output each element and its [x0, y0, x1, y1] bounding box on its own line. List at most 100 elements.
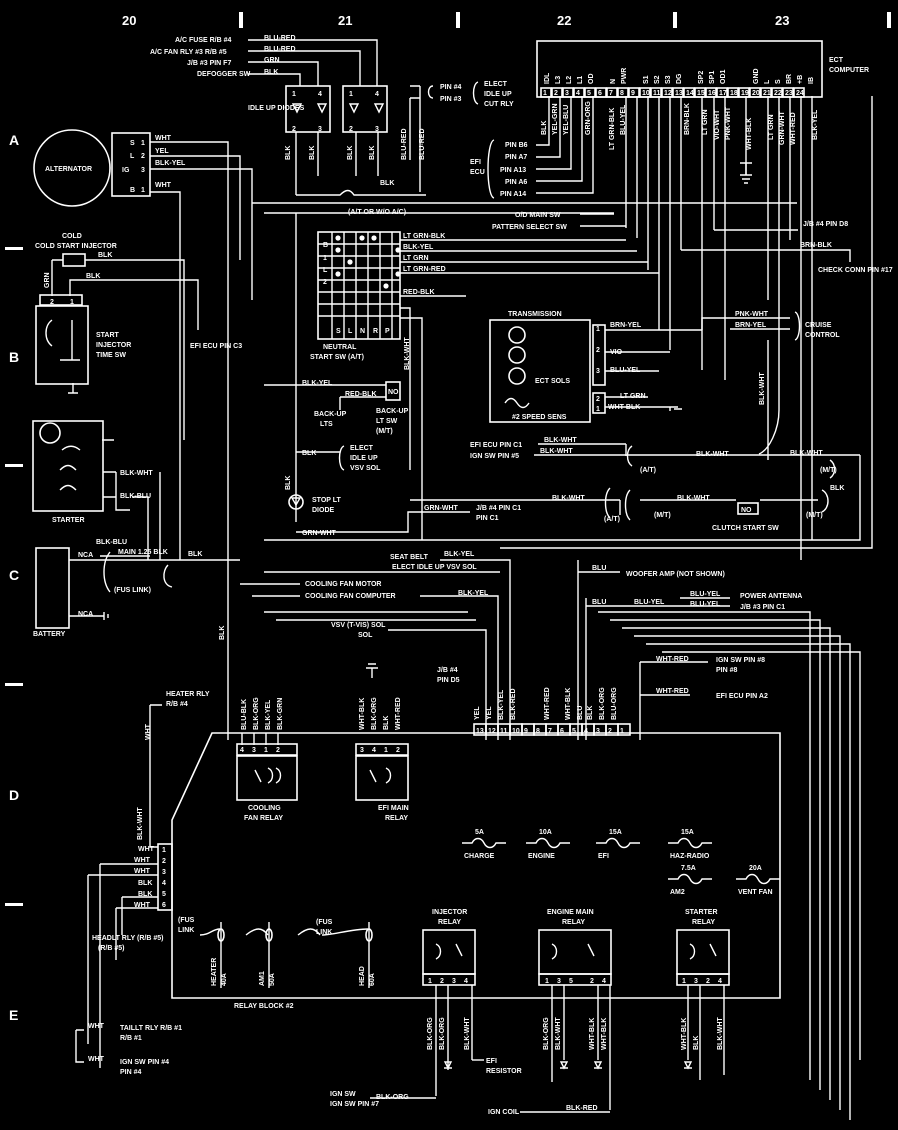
svg-text:BLK-RED: BLK-RED	[510, 689, 517, 721]
svg-text:LT SW: LT SW	[376, 418, 398, 425]
ect-pin-cell	[727, 87, 739, 98]
svg-text:PIN #4: PIN #4	[440, 84, 462, 91]
svg-text:CUT RLY: CUT RLY	[484, 101, 514, 108]
svg-text:BLK-WHT: BLK-WHT	[464, 1017, 471, 1050]
svg-text:BACK-UP: BACK-UP	[314, 411, 347, 418]
relay-block-pin-number: 5	[572, 728, 576, 735]
svg-text:BLK-WHT: BLK-WHT	[540, 448, 573, 455]
fuse-symbol	[668, 873, 712, 885]
svg-text:1: 1	[292, 91, 296, 98]
svg-text:1: 1	[349, 91, 353, 98]
relay-block-pin-number: 1	[620, 728, 624, 735]
relay-block-pin-number: 7	[548, 728, 552, 735]
svg-text:BLK: BLK	[347, 146, 354, 160]
right-mid-labels: BLU WOOFER AMP (NOT SHOWN) BLU BLU-YEL B…	[577, 560, 861, 1120]
ect-pin-cell	[672, 87, 684, 98]
svg-text:INJECTOR: INJECTOR	[432, 909, 467, 916]
ect-pin-number: 2	[554, 90, 558, 97]
svg-text:NO: NO	[741, 507, 752, 514]
svg-text:BATTERY: BATTERY	[33, 631, 66, 638]
switch-contact	[371, 235, 377, 241]
svg-text:BLK: BLK	[369, 146, 376, 160]
svg-text:(R/B #5): (R/B #5)	[98, 945, 124, 952]
relay-block-pin-number: 11	[500, 728, 508, 735]
row-label: B	[9, 349, 19, 365]
svg-text:RED-BLK: RED-BLK	[345, 391, 377, 398]
svg-text:BLK: BLK	[188, 551, 202, 558]
elect-idle-up-cut-rly: PIN #4 PIN #3 ELECT IDLE UP CUT RLY BLU-…	[401, 81, 514, 192]
svg-text:BLK: BLK	[86, 273, 100, 280]
svg-text:PIN #3: PIN #3	[440, 96, 462, 103]
connector-pin-number: 1	[162, 847, 166, 854]
svg-text:IGN SW PIN #7: IGN SW PIN #7	[330, 1101, 379, 1108]
svg-text:S: S	[336, 328, 341, 335]
ect-pin-number: 19	[741, 90, 749, 97]
switch-contact	[383, 283, 389, 289]
ect-pin-name: IB	[808, 77, 815, 84]
svg-text:EFI ECU PIN C1: EFI ECU PIN C1	[470, 442, 522, 449]
svg-text:BLK-YEL: BLK-YEL	[444, 551, 475, 558]
svg-text:ECT SOLS: ECT SOLS	[535, 378, 570, 385]
svg-text:4: 4	[602, 978, 606, 985]
ect-pin-number: 4	[576, 90, 580, 97]
ect-pin-cell	[782, 87, 794, 98]
ect-pin-name: SP1	[709, 71, 716, 84]
svg-text:ENGINE MAIN: ENGINE MAIN	[547, 909, 594, 916]
fuse-amp: 7.5A	[681, 865, 696, 872]
svg-text:BLK-ORG: BLK-ORG	[543, 1017, 550, 1050]
svg-text:O/D MAIN SW: O/D MAIN SW	[515, 212, 561, 219]
fuse-name: CHARGE	[464, 853, 495, 860]
ect-pin-name: S1	[643, 75, 650, 84]
svg-text:3: 3	[141, 167, 145, 174]
ect-pin-name: L3	[555, 76, 562, 84]
svg-text:BLK-WHT: BLK-WHT	[759, 372, 766, 405]
svg-text:POWER ANTENNA: POWER ANTENNA	[740, 593, 802, 600]
ect-pin-cell	[606, 87, 618, 98]
svg-text:NEUTRAL: NEUTRAL	[323, 344, 357, 351]
svg-text:STARTER: STARTER	[685, 909, 718, 916]
svg-text:2: 2	[349, 126, 353, 133]
svg-text:GRN-WHT: GRN-WHT	[424, 505, 459, 512]
svg-text:2: 2	[50, 299, 54, 306]
svg-text:R/B #1: R/B #1	[120, 1035, 142, 1042]
svg-text:EFI: EFI	[470, 159, 481, 166]
svg-text:3: 3	[318, 126, 322, 133]
svg-text:BLK-ORG: BLK-ORG	[599, 687, 606, 720]
ect-pin-number: 15	[697, 90, 705, 97]
svg-text:R: R	[373, 328, 378, 335]
svg-text:ELECT: ELECT	[484, 81, 508, 88]
svg-text:BLK: BLK	[285, 146, 292, 160]
ect-pin-number: 24	[796, 90, 804, 97]
svg-text:4: 4	[718, 978, 722, 985]
svg-text:BLU-YEL: BLU-YEL	[690, 601, 721, 608]
svg-text:BACK-UP: BACK-UP	[376, 408, 409, 415]
svg-text:1: 1	[70, 299, 74, 306]
svg-text:BLK-YEL: BLK-YEL	[812, 109, 819, 140]
svg-text:L: L	[130, 153, 135, 160]
svg-text:2: 2	[596, 347, 600, 354]
svg-text:BLK-BLU: BLK-BLU	[96, 539, 127, 546]
svg-text:LT GRN-BLK: LT GRN-BLK	[609, 108, 616, 150]
svg-text:YEL-BLU: YEL-BLU	[563, 105, 570, 135]
svg-text:BLK-YEL: BLK-YEL	[265, 699, 272, 730]
svg-text:2: 2	[396, 747, 400, 754]
ect-pin-number: 17	[719, 90, 727, 97]
fuse-symbol	[526, 837, 570, 849]
svg-text:B: B	[323, 242, 328, 249]
svg-text:BLK-WHT: BLK-WHT	[555, 1017, 562, 1050]
svg-text:BLK: BLK	[219, 626, 226, 640]
row-label: E	[9, 1007, 18, 1023]
svg-text:STARTER: STARTER	[52, 517, 85, 524]
svg-text:IDLE UP DIODES: IDLE UP DIODES	[248, 105, 305, 112]
svg-text:WHT-RED: WHT-RED	[790, 112, 797, 145]
svg-text:BLU-RED: BLU-RED	[264, 46, 296, 53]
svg-text:ALTERNATOR: ALTERNATOR	[45, 166, 92, 173]
svg-text:BLK: BLK	[309, 146, 316, 160]
svg-text:3: 3	[252, 747, 256, 754]
svg-text:BLU-RED: BLU-RED	[401, 129, 408, 161]
connector-pin-number: 2	[162, 858, 166, 865]
svg-text:TAILLT RLY R/B #1: TAILLT RLY R/B #1	[120, 1025, 182, 1032]
svg-text:BLK: BLK	[302, 450, 316, 457]
svg-text:1: 1	[384, 747, 388, 754]
ect-pin-cell	[562, 87, 574, 98]
